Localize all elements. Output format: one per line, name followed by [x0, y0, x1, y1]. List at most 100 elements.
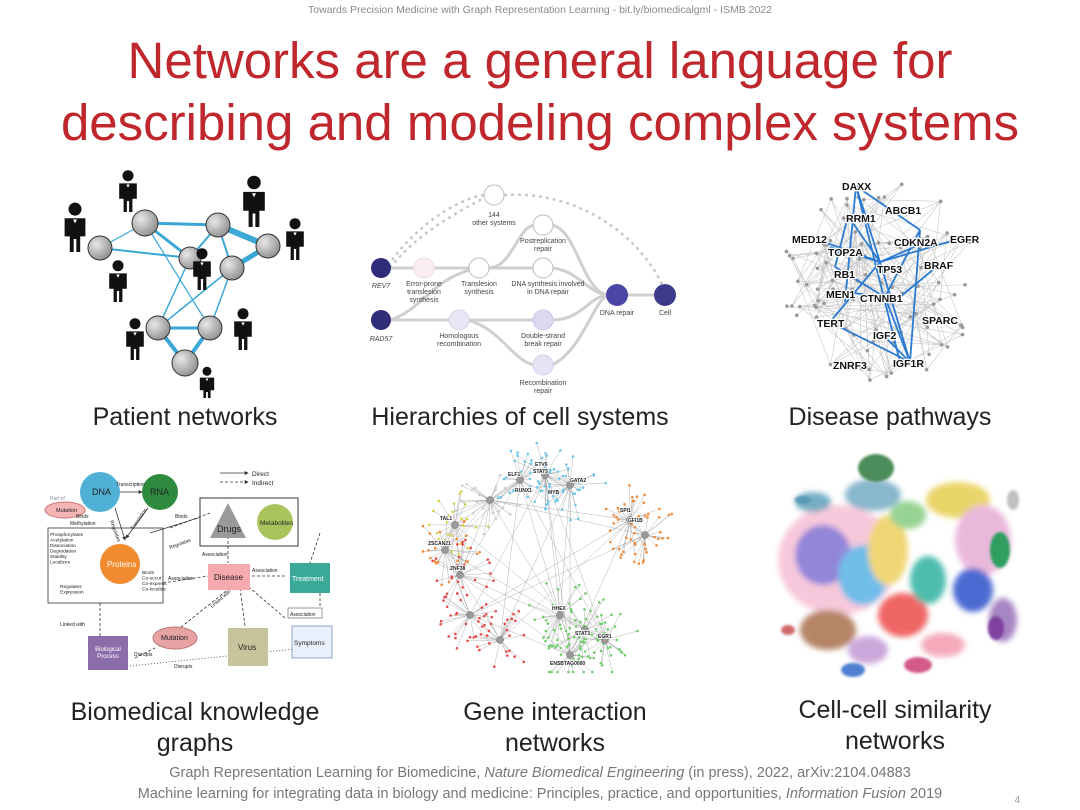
caption-patient-networks: Patient networks [92, 403, 278, 431]
kg-node-drugs [210, 503, 246, 538]
pathway-highlight-edges [809, 185, 956, 363]
gene-label: TP53 [877, 264, 902, 276]
gene-hub-label: RUNX1 [515, 488, 532, 494]
gene-label: IGF2 [873, 330, 896, 342]
title-line-1: Networks are a general language for [127, 32, 953, 89]
gene-network-leaf-nodes [421, 441, 674, 674]
kg-labels: DNA RNA Mutation Proteins Drugs Metaboli… [50, 471, 325, 670]
gene-hub-label: MYB [548, 490, 560, 496]
gene-label: MED12 [792, 234, 827, 246]
kg-node-symptoms [291, 625, 333, 659]
knowledge-graph-figure: DNA RNA Mutation Proteins Drugs Metaboli… [44, 471, 333, 670]
caption-gene-line-1: Gene interaction [463, 698, 647, 726]
gene-label: IGF1R [893, 358, 924, 370]
patient-nodes [87, 209, 281, 377]
kg-nodes [44, 472, 333, 670]
gene-hub-label: STAT3 [575, 631, 590, 637]
kg-label-association-2: Association [168, 576, 194, 582]
gene-hub-label: ZNF38 [450, 566, 466, 572]
caption-hierarchies: Hierarchies of cell systems [371, 403, 669, 431]
kg-label-translation: Translation [130, 507, 149, 531]
caption-cell-line-2: networks [844, 727, 946, 755]
kg-label-direct: Direct [252, 471, 269, 478]
kg-label-transcription: Transcription [116, 482, 145, 488]
gene-network-hubs [441, 471, 649, 659]
gene-label: CDKN2A [894, 237, 938, 249]
kg-label-methylation: Methylation [70, 521, 96, 527]
kg-label-binds: Binds [76, 514, 89, 520]
caption-cell-line-1: Cell-cell similarity [798, 696, 992, 724]
kg-node-disease [208, 564, 250, 590]
kg-node-dna [80, 472, 120, 512]
gene-interaction-figure: ELF1 ETV6 STAT5 MYB GATA2 RUNX1 TAL1 ZSC… [421, 441, 674, 674]
gene-hub-label: ELF1 [508, 472, 520, 478]
kg-label-association-1: Association [202, 552, 228, 558]
kg-drugs-metabolites-box [199, 497, 299, 547]
pathway-background-edges [786, 184, 970, 381]
kg-label-metabolites: Metabolites [260, 520, 294, 527]
hierarchy-edges [389, 223, 654, 367]
ref1-journal: Nature Biomedical Engineering [484, 765, 685, 781]
gene-hub-label: TAL1 [440, 516, 452, 522]
caption-gene-line-2: networks [504, 729, 606, 757]
gene-label: RRM1 [846, 213, 876, 225]
reference-1: Graph Representation Learning for Biomed… [169, 765, 911, 781]
slide-header: Towards Precision Medicine with Graph Re… [308, 4, 772, 16]
kg-label-mutation: Mutation [161, 635, 188, 642]
kg-label-linked-with: Linked with [60, 622, 85, 628]
kg-label-indirect: Indirect [252, 480, 274, 487]
gene-hub-label: GATA2 [570, 478, 586, 484]
page-number: 4 [1014, 795, 1020, 806]
pathway-background-nodes [784, 182, 972, 382]
gene-label: RB1 [834, 269, 855, 281]
kg-label-binds-2: Binds [175, 514, 188, 520]
kg-label-mutation-small: Mutation [56, 508, 77, 514]
caption-disease-pathways: Disease pathways [788, 403, 992, 431]
kg-label-disrupts-2: Disrupts [174, 664, 193, 670]
kg-label-association-3: Association [252, 568, 278, 574]
kg-label-virus: Virus [238, 643, 256, 652]
cell-similarity-figure [778, 454, 1019, 677]
kg-label-part-of: Part of [50, 496, 65, 502]
kg-node-proteins [100, 544, 140, 584]
caption-knowledge-line-1: Biomedical knowledge [70, 698, 320, 726]
label-dna-repair: DNA repair [600, 310, 635, 317]
title-line-2: describing and modeling complex systems [60, 94, 1020, 151]
gene-label: MEN1 [826, 289, 855, 301]
label-cell: Cell [659, 310, 672, 317]
gene-hub-label: ENSBTAG0000 [550, 661, 585, 667]
gene-label: DAXX [842, 181, 871, 193]
gene-label: EGFR [950, 234, 980, 246]
slide-title: Networks are a general language for desc… [0, 30, 1080, 154]
kg-label-association-4: Association [290, 612, 316, 618]
kg-label-rna: RNA [150, 487, 169, 497]
cell-cluster-blobs [778, 479, 1017, 664]
gene-label: ZNRF3 [833, 360, 867, 372]
caption-knowledge-line-2: graphs [156, 729, 234, 757]
kg-label-proteins: Proteins [107, 560, 136, 569]
kg-label-disrupts: Disrupts [134, 652, 153, 658]
gene-label: BRAF [924, 260, 954, 272]
gene-hub-label: HHEX [552, 606, 567, 612]
gene-hub-label: EGR1 [598, 634, 612, 640]
label-rad57: RAD57 [370, 336, 394, 343]
kg-node-virus [228, 628, 268, 666]
kg-node-metabolites [257, 504, 293, 540]
kg-node-mutation [152, 626, 198, 650]
kg-node-rna [142, 474, 178, 510]
caption-gene-interaction: Gene interaction networks [400, 697, 710, 759]
patient-edges [99, 221, 270, 365]
